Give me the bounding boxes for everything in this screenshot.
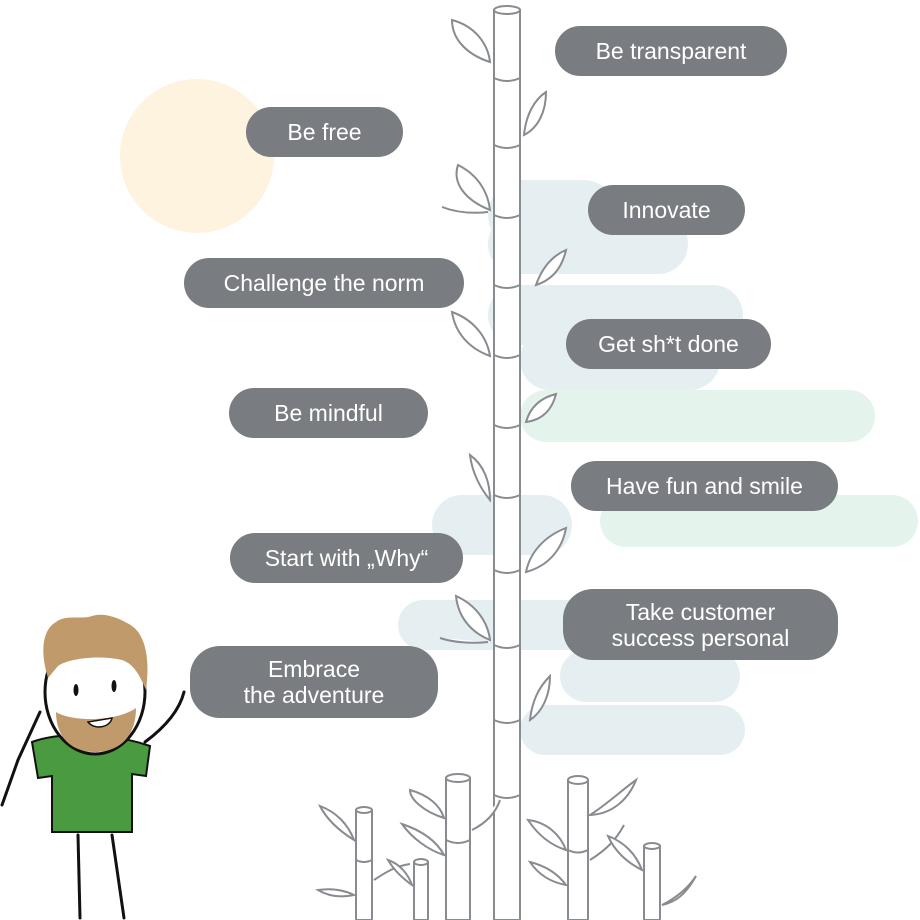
bamboo-leaf-icon <box>439 18 568 723</box>
value-pill-get-done: Get sh*t done <box>566 319 771 369</box>
value-pill-be-transparent: Be transparent <box>555 26 787 76</box>
value-pill-innovate: Innovate <box>588 185 745 235</box>
value-pill-take-customer-success: Take customer success personal <box>563 589 838 660</box>
character-icon <box>0 614 186 920</box>
sun-icon <box>120 79 274 233</box>
value-pill-have-fun: Have fun and smile <box>571 461 838 511</box>
value-pill-be-free: Be free <box>246 107 403 157</box>
value-pill-be-mindful: Be mindful <box>229 388 428 438</box>
value-pill-embrace-the-adventure: Embrace the adventure <box>190 646 438 718</box>
bamboo-grove-icon <box>315 773 697 920</box>
value-pill-start-with-why: Start with „Why“ <box>230 533 463 583</box>
bamboo-stalk-icon <box>493 5 521 920</box>
value-pill-challenge-the-norm: Challenge the norm <box>184 258 464 308</box>
